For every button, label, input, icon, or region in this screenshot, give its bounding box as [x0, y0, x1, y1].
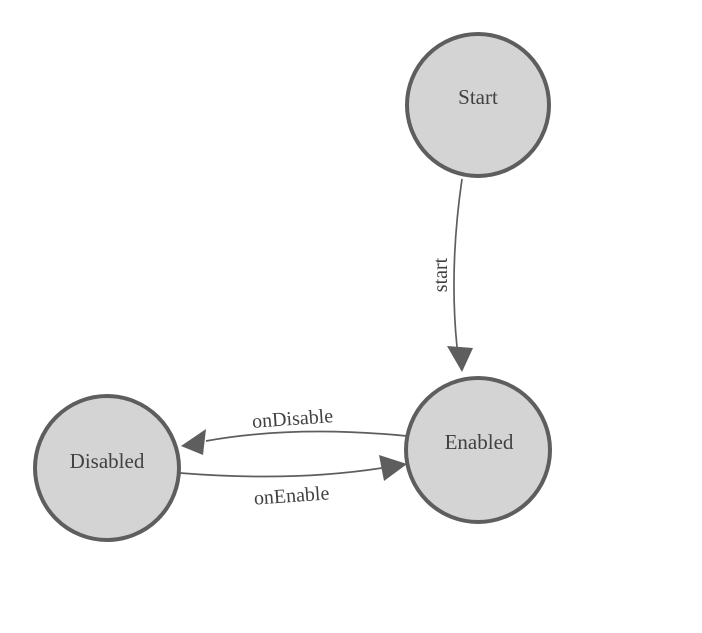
arrowhead-into-enabled-top: [447, 346, 473, 372]
state-node-enabled-label: Enabled: [445, 430, 514, 454]
state-node-enabled-circle: [404, 376, 552, 524]
edge-disabled-to-enabled: onEnable: [179, 455, 407, 510]
state-node-start: Start: [405, 32, 551, 178]
arrowhead-into-enabled-left: [379, 455, 407, 481]
arrowhead-into-disabled: [181, 429, 206, 455]
state-node-enabled: Enabled: [404, 376, 552, 524]
state-node-start-label: Start: [458, 85, 498, 109]
edge-label-onenable: onEnable: [253, 482, 330, 509]
edge-label-start: start: [430, 257, 452, 292]
state-node-disabled: Disabled: [33, 394, 181, 542]
edge-start-to-enabled: start: [430, 178, 473, 372]
state-node-disabled-label: Disabled: [70, 449, 145, 473]
state-node-start-circle: [405, 32, 551, 178]
edge-line-onenable: [179, 467, 383, 478]
edge-enabled-to-disabled: onDisable: [181, 405, 408, 455]
edge-line-ondisable: [205, 430, 408, 442]
edge-line-start: [453, 178, 463, 348]
edge-label-ondisable: onDisable: [251, 405, 334, 433]
state-node-disabled-circle: [33, 394, 181, 542]
